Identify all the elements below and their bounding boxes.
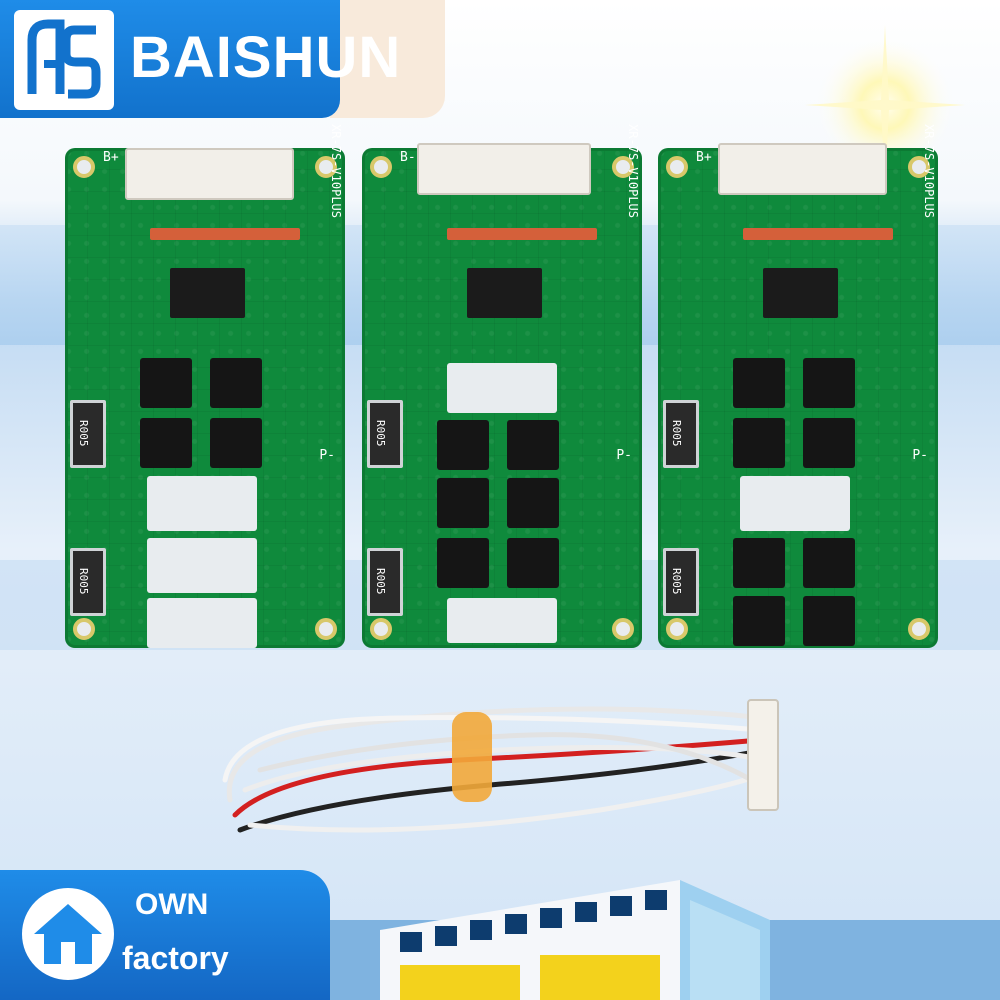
b-plus-label: B+ [696, 150, 712, 165]
shunt-resistor [367, 400, 403, 468]
brand-tail [330, 0, 445, 118]
shunt-resistor [367, 548, 403, 616]
resistor-label: R005 [670, 420, 683, 447]
shunt-resistor [663, 548, 699, 616]
p-minus-label: P- [912, 448, 928, 463]
bms-board-2: B- XR-7S-V10PLUS R005 R005 P- [362, 124, 642, 648]
resistor-array [447, 228, 597, 240]
own-factory-badge: OWN factory [0, 870, 330, 1000]
mount-hole [315, 156, 337, 178]
mosfet [140, 418, 192, 468]
balance-cable [222, 699, 779, 833]
mosfet [437, 420, 489, 470]
mosfet [803, 418, 855, 468]
p-minus-label: P- [319, 448, 335, 463]
mosfet-footprint [147, 598, 257, 648]
bms-board-3: B+ XR-7S-V10PLUS R005 R005 P- [658, 124, 938, 648]
mosfet [507, 538, 559, 588]
balance-connector [718, 143, 887, 195]
mount-hole [908, 156, 930, 178]
badge-line1: OWN [135, 888, 209, 921]
mount-hole [666, 156, 688, 178]
mount-hole [612, 618, 634, 640]
balance-connector [417, 143, 591, 195]
mount-hole [73, 156, 95, 178]
mosfet [733, 538, 785, 588]
mosfet-footprint [147, 476, 257, 531]
mount-hole [908, 618, 930, 640]
mosfet [140, 358, 192, 408]
bms-board-1: B+ XR-7S-V10PLUS R005 R005 P- [65, 124, 345, 648]
resistor-label: R005 [374, 568, 387, 595]
mosfet [210, 358, 262, 408]
brand-name: BAISHUN [130, 25, 402, 90]
resistor-label: R005 [77, 420, 90, 447]
brand-header: BAISHUN [0, 0, 400, 118]
mount-hole [73, 618, 95, 640]
resistor-array [743, 228, 893, 240]
resistor-array [150, 228, 300, 240]
mount-hole [666, 618, 688, 640]
shunt-resistor [663, 400, 699, 468]
mosfet-footprint [447, 363, 557, 413]
house-icon [22, 888, 114, 980]
board-model-label: XR-7S-V10PLUS [329, 124, 343, 218]
sun-flare-icon [805, 25, 965, 185]
mount-hole [315, 618, 337, 640]
b-minus-label: B- [400, 150, 416, 165]
mosfet-footprint [147, 538, 257, 593]
shunt-resistor [70, 400, 106, 468]
mosfet [803, 596, 855, 646]
p-minus-label: P- [616, 448, 632, 463]
balance-connector [125, 148, 294, 200]
mosfet [733, 596, 785, 646]
mount-hole [370, 618, 392, 640]
mosfet [733, 418, 785, 468]
mosfet [733, 358, 785, 408]
mount-hole [612, 156, 634, 178]
bms-ic [763, 268, 838, 318]
mosfet [507, 420, 559, 470]
bms-ic [170, 268, 245, 318]
resistor-label: R005 [670, 568, 683, 595]
mosfet [437, 538, 489, 588]
mosfet-footprint [740, 476, 850, 531]
mount-hole [370, 156, 392, 178]
mosfet [210, 418, 262, 468]
board-model-label: XR-7S-V10PLUS [922, 124, 936, 218]
b-plus-label: B+ [103, 150, 119, 165]
bms-ic [467, 268, 542, 318]
resistor-label: R005 [374, 420, 387, 447]
brand-logo-icon [14, 10, 114, 110]
factory-building-icon [380, 880, 770, 1000]
mosfet [803, 358, 855, 408]
mosfet [507, 478, 559, 528]
shunt-resistor [70, 548, 106, 616]
board-model-label: XR-7S-V10PLUS [626, 124, 640, 218]
resistor-label: R005 [77, 568, 90, 595]
mosfet-footprint [447, 598, 557, 643]
mosfet [803, 538, 855, 588]
mosfet [437, 478, 489, 528]
badge-line2: factory [122, 940, 229, 976]
